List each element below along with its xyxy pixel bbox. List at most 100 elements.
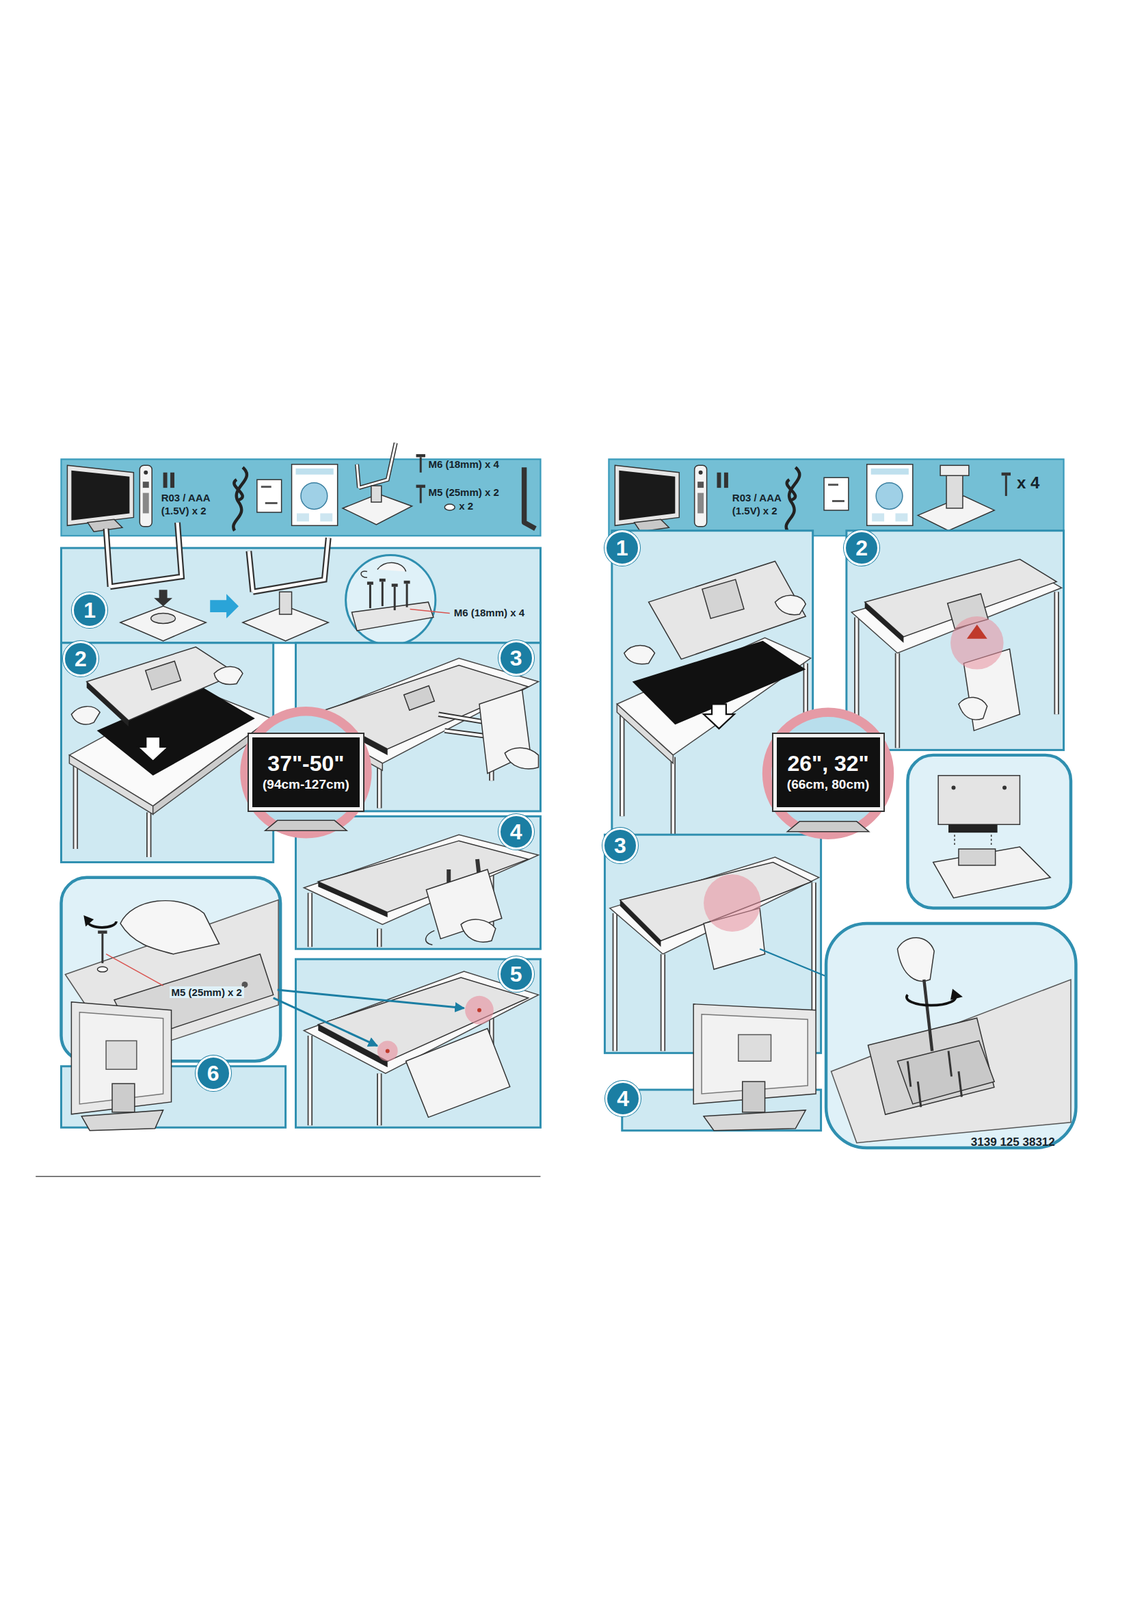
remote-icon (139, 464, 152, 526)
divider-line (35, 1175, 541, 1177)
step-panel (60, 642, 273, 863)
step-panel (60, 547, 541, 643)
step-number: 2 (74, 647, 87, 670)
pointer-arrow (277, 989, 465, 1008)
step-number: 3 (510, 646, 523, 669)
quick-start-poster-icon (320, 512, 333, 522)
tv-assembled-drawing (81, 1109, 163, 1131)
zoom-panel (907, 1060, 911, 1086)
zoom-circle (367, 581, 374, 584)
battery-icon (163, 472, 168, 488)
tv-back-drawing (404, 685, 435, 711)
zoom-panel (826, 923, 1076, 1148)
table-drawing (303, 834, 539, 947)
stand-drawing (460, 919, 496, 942)
stand-drawing (406, 1028, 511, 1118)
stand-drawing (426, 929, 435, 945)
step-panel (60, 642, 273, 863)
tv-back-drawing (214, 666, 243, 684)
zoom-panel (83, 914, 94, 926)
manual-icon (257, 479, 282, 513)
stand-drawing (105, 522, 182, 587)
step-number-circle: 1 (71, 592, 108, 628)
size-callout-ring (265, 819, 347, 831)
washer-count: x 2 (458, 499, 474, 512)
battery-type: R03 / AAA (732, 491, 782, 504)
highlight-dot (385, 1048, 390, 1053)
battery-icon (716, 472, 728, 488)
screw-icon (1001, 472, 1011, 476)
tv-assembled-drawing (71, 1001, 171, 1114)
zoom-circle (346, 555, 436, 645)
zoom-panel (831, 979, 1071, 1143)
step-number-circle: 4 (498, 813, 535, 850)
zoom-panel (948, 823, 998, 833)
remote-icon (142, 493, 150, 514)
tv-back-drawing (86, 646, 237, 721)
highlight-dot (464, 995, 494, 1025)
tv-back-drawing (317, 977, 528, 1061)
leader-line (410, 609, 450, 614)
table-drawing (303, 970, 539, 1125)
manual-icon (261, 485, 272, 488)
stand-drawing (504, 747, 539, 769)
tv-assembled-drawing (71, 1001, 171, 1131)
size-callout-ring (767, 711, 890, 835)
highlight-dot (703, 873, 762, 932)
tv-assembled-drawing (112, 1083, 135, 1112)
pointer-arrow (273, 989, 465, 1046)
stand-drawing (406, 1028, 511, 1118)
screw-spec: M6 (18mm) x 4 (428, 458, 499, 470)
quick-start-poster-icon (875, 482, 903, 510)
step-number-circle: 6 (195, 1055, 232, 1091)
zoom-panel (1002, 785, 1007, 790)
screen-size-inches: 26", 32" (787, 750, 869, 777)
zoom-circle (406, 583, 409, 607)
battery-icon (170, 472, 175, 488)
accessories-band (608, 458, 1064, 536)
leader-line (105, 953, 164, 986)
tv-assembled-drawing (742, 1081, 766, 1112)
zoom-panel (958, 848, 996, 866)
screen-size-callout: 37"-50"(94cm-127cm) (248, 733, 364, 811)
power-cable-icon (786, 467, 801, 530)
zoom-circle (379, 578, 386, 582)
highlight-dot (477, 1007, 482, 1013)
tv-back-drawing (624, 561, 806, 664)
stand-drawing (248, 537, 329, 592)
remote-icon (694, 464, 708, 526)
leader-line (105, 953, 164, 986)
step-number: 5 (510, 962, 523, 985)
zoom-circle (352, 601, 434, 631)
zoom-panel (101, 933, 104, 963)
tv-icon (618, 470, 675, 521)
zoom-panel (907, 754, 1071, 909)
step-number: 1 (616, 536, 629, 559)
zoom-panel (923, 979, 933, 1051)
quick-start-poster-icon (871, 512, 885, 522)
zoom-panel (897, 937, 935, 981)
stand-drawing (438, 689, 539, 773)
zoom-panel (938, 775, 1020, 825)
screw-count: x 4 (1016, 473, 1040, 493)
accessories-band (60, 458, 541, 536)
manual-icon (257, 479, 282, 513)
remote-icon (143, 470, 148, 475)
stand-icon (356, 442, 396, 488)
screw-icons (419, 487, 422, 503)
screen-size-cm: (66cm, 80cm) (787, 776, 870, 794)
stand-icon (371, 485, 382, 502)
document-number: 3139 125 38312 (970, 1135, 1056, 1149)
highlight-dot (703, 873, 762, 932)
stand-drawing (151, 613, 176, 624)
zoom-panel (97, 929, 107, 933)
screw-icons (419, 456, 422, 472)
stand-drawing (120, 605, 206, 641)
stand-drawing (105, 522, 182, 587)
power-cable-icon (786, 467, 801, 530)
stand-drawing (426, 858, 502, 945)
highlight-dot (464, 995, 494, 1025)
zoom-panel (951, 785, 956, 790)
step-number: 6 (207, 1061, 220, 1084)
